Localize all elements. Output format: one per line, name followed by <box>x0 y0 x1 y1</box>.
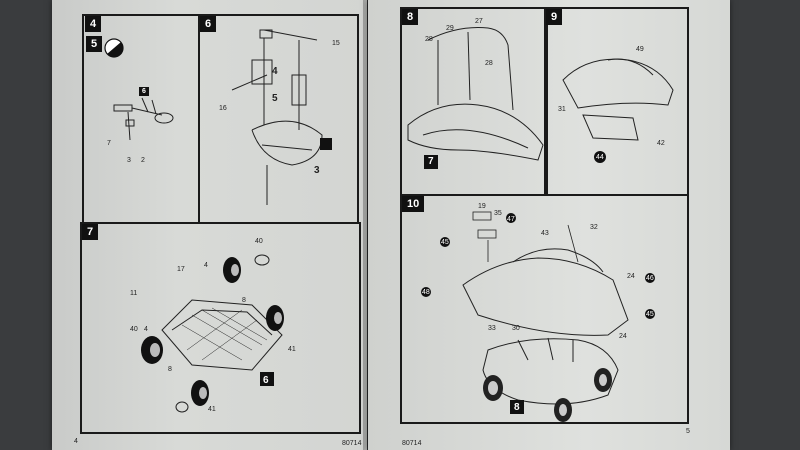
part-callout: 8 <box>242 297 246 304</box>
part-callout: 49 <box>636 46 644 53</box>
part-callout: 17 <box>177 266 185 273</box>
chassis-drawing <box>161 299 283 371</box>
step-4-badge: 4 <box>85 16 102 32</box>
part-callout: 19 <box>478 203 486 210</box>
page-number: 4 <box>74 438 78 445</box>
wheel-icon <box>483 375 503 401</box>
step-8-badge: 8 <box>402 9 419 25</box>
step-7-badge: 7 <box>82 224 99 240</box>
part-callout: 43 <box>541 230 549 237</box>
part-callout: 40 <box>130 326 138 333</box>
part-callout: 4 <box>272 66 278 77</box>
part-callout: 8 <box>514 402 520 413</box>
left-page-drawings <box>104 29 332 413</box>
product-code: 80714 <box>342 440 362 447</box>
part-callout: 46 <box>646 275 654 282</box>
car-body-drawing <box>462 248 629 405</box>
part-callout: 3 <box>127 157 131 164</box>
part-callout: 15 <box>332 40 340 47</box>
product-code: 80714 <box>402 440 422 447</box>
part-callout: 4 <box>144 326 148 333</box>
part-callout: 28 <box>425 36 433 43</box>
part-callout: 5 <box>272 93 278 104</box>
step-10-badge: 10 <box>402 196 425 212</box>
wheel-icon <box>191 380 209 406</box>
step-5-badge: 5 <box>86 36 103 52</box>
step-6-badge: 6 <box>200 16 217 32</box>
part-callout: 47 <box>507 216 515 223</box>
part-callout: 29 <box>446 25 454 32</box>
step-7-panel <box>80 222 361 434</box>
instruction-page-right: 8 9 10 <box>368 0 730 450</box>
part-callout: 8 <box>168 366 172 373</box>
part-callout: 32 <box>590 224 598 231</box>
part-callout: 30 <box>512 325 520 332</box>
wheel-icon <box>223 257 241 283</box>
part-callout: 41 <box>288 346 296 353</box>
body-shell-drawing <box>562 58 674 141</box>
part-callout: 24 <box>627 273 635 280</box>
instruction-page-left: 4 5 6 7 <box>52 0 367 450</box>
part-callout: 7 <box>428 156 434 167</box>
part-callout: 4 <box>204 262 208 269</box>
part-callout: 33 <box>488 325 496 332</box>
part-callout: 28 <box>485 60 493 67</box>
wheel-icon <box>554 398 572 422</box>
part-callout: 31 <box>558 106 566 113</box>
wheel-icon <box>594 368 612 392</box>
box-callout-label: 6 <box>139 87 149 96</box>
part-callout: 16 <box>219 105 227 112</box>
step-9-badge: 9 <box>546 9 563 25</box>
part-callout: 40 <box>255 238 263 245</box>
wheel-icon <box>266 305 284 331</box>
part-callout: 45 <box>441 239 449 246</box>
part-callout: 45 <box>646 311 654 318</box>
suspension-assembly-drawing <box>231 29 323 205</box>
steering-assembly-drawing <box>113 97 174 141</box>
part-callout: 41 <box>208 406 216 413</box>
step-10-panel <box>400 194 689 424</box>
part-callout: 27 <box>475 18 483 25</box>
right-page-drawings <box>407 27 674 422</box>
part-callout: 42 <box>657 140 665 147</box>
page-number: 5 <box>686 428 690 435</box>
part-callout: 7 <box>107 140 111 147</box>
wheel-icon <box>141 336 163 364</box>
part-callout: 35 <box>494 210 502 217</box>
part-callout: 24 <box>619 333 627 340</box>
part-callout: 3 <box>314 165 320 176</box>
part-callout: 44 <box>596 154 604 161</box>
part-callout: 6 <box>263 375 269 386</box>
part-callout: 2 <box>141 157 145 164</box>
part-callout: 48 <box>422 289 430 296</box>
roll-cage-drawing <box>407 27 544 161</box>
part-callout: 11 <box>130 290 138 297</box>
